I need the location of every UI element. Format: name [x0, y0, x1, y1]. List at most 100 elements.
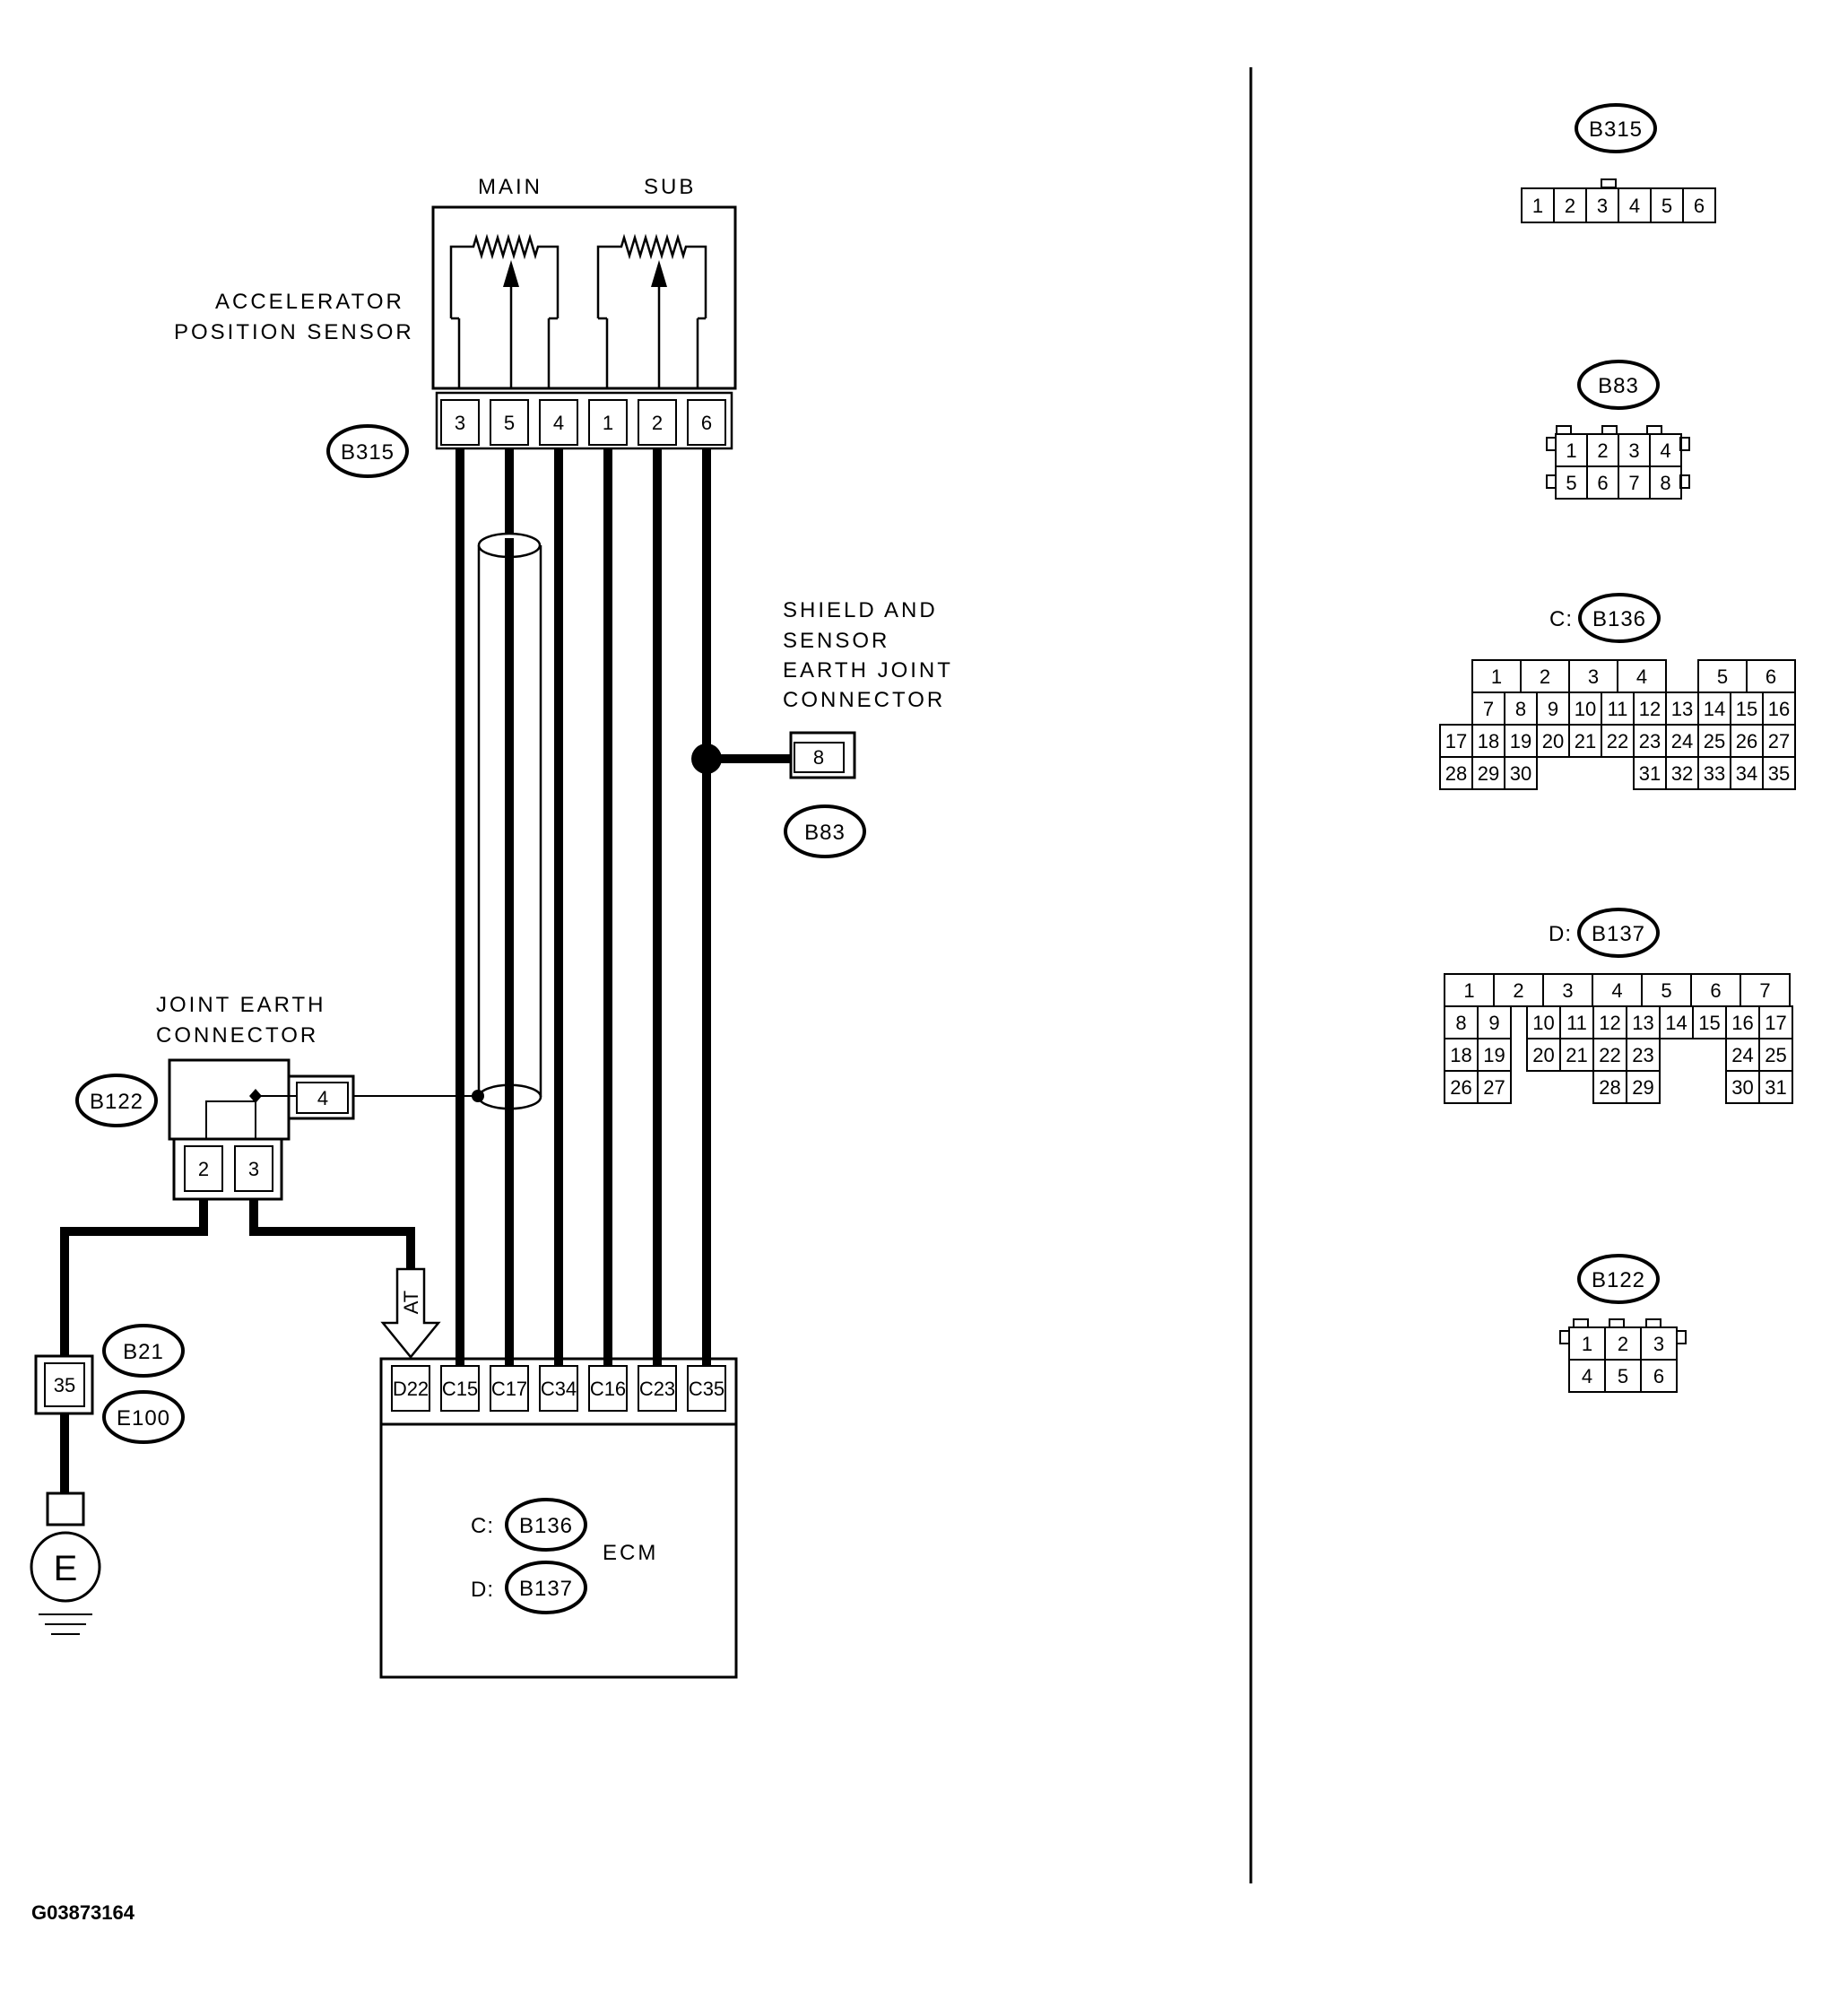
b136-face-pin: 13 [1671, 698, 1693, 720]
at-label: AT [400, 1291, 422, 1314]
b136-face-pin: 32 [1671, 762, 1693, 785]
b137-face-pin: 8 [1455, 1012, 1466, 1034]
b136-face-pin: 3 [1588, 665, 1599, 688]
shield-label-line3: EARTH JOINT [783, 658, 953, 683]
b315-face-pin: 6 [1694, 195, 1705, 217]
b122-face-pin: 3 [1653, 1333, 1664, 1355]
b137-face-pin: 30 [1731, 1076, 1753, 1099]
ecm-pin: C35 [689, 1378, 724, 1400]
b137-face-pin: 23 [1632, 1044, 1653, 1066]
sensor-sub-label: SUB [644, 175, 696, 199]
b122-pin-bottom: 3 [248, 1158, 259, 1180]
b137-face-pin: 10 [1532, 1012, 1554, 1034]
shield-label-line1: SHIELD AND [783, 598, 938, 622]
b122-face-pin: 5 [1618, 1365, 1628, 1387]
b136-face-tag: B136 [1592, 607, 1646, 631]
sensor-main-label: MAIN [478, 175, 542, 199]
b137-face-pin: 14 [1665, 1012, 1687, 1034]
b83-face-pin: 7 [1628, 472, 1639, 494]
b137-face-pin: 28 [1599, 1076, 1620, 1099]
b136-face-pin: 22 [1607, 730, 1628, 752]
b315-connector-tag: B315 [326, 424, 409, 478]
b137-face-cell [1477, 1070, 1512, 1104]
sensor-label-line1: ACCELERATOR [215, 290, 404, 314]
b136-face-pin: 18 [1478, 730, 1499, 752]
ecm-c-prefix: C: [471, 1514, 494, 1538]
ecm-label: ECM [603, 1541, 658, 1565]
joint-label-line1: JOINT EARTH [156, 993, 325, 1017]
b122-connector-tag: B122 [90, 1090, 143, 1114]
b83-face-pin: 8 [1660, 472, 1670, 494]
b122-face-tag: B122 [1592, 1268, 1645, 1292]
b315-pin: 5 [504, 412, 515, 434]
b136-face-pin: 19 [1510, 730, 1531, 752]
b315-face-pin: 4 [1629, 195, 1640, 217]
b122-pin-bottom: 2 [198, 1158, 209, 1180]
b315-face-pin: 3 [1597, 195, 1608, 217]
b136-face-pin: 7 [1483, 698, 1494, 720]
b137-face-pin: 31 [1765, 1076, 1786, 1099]
joint-label-line2: CONNECTOR [156, 1023, 318, 1048]
b136-face-pin: 17 [1445, 730, 1467, 752]
main-resistor-symbol [449, 233, 560, 318]
b122-face-pin: 2 [1618, 1333, 1628, 1355]
b137-face-pin: 27 [1483, 1076, 1505, 1099]
b83-connector-tag: B83 [804, 821, 846, 845]
b136-face-pin: 6 [1766, 665, 1776, 688]
b136-face-tag-outline [1578, 593, 1661, 643]
shield-label-line2: SENSOR [783, 629, 889, 653]
shield-earth-joint-connector: SHIELD AND SENSOR EARTH JOINT CONNECTOR … [691, 598, 953, 858]
b136-face-pin: 4 [1636, 665, 1647, 688]
b315-pin: 3 [455, 412, 465, 434]
b136-face-pin: 30 [1510, 762, 1531, 785]
b315-face-tag: B315 [1589, 117, 1643, 142]
b136-face-pin: 8 [1515, 698, 1526, 720]
b137-face-pin: 26 [1450, 1076, 1471, 1099]
b122-face-cell [1640, 1359, 1678, 1393]
b136-face-pin: 10 [1575, 698, 1596, 720]
b315-face-pin: 1 [1532, 195, 1543, 217]
b136-face-cell [1504, 756, 1538, 790]
ecm-b137-tag: B137 [519, 1577, 573, 1601]
b136-face-pin: 25 [1704, 730, 1725, 752]
ecm-pin: C16 [590, 1378, 626, 1400]
b137-face-pin: 3 [1562, 979, 1573, 1002]
b136-face-pin: 15 [1736, 698, 1757, 720]
b137-face-pin: 4 [1611, 979, 1622, 1002]
b136-face-pin: 29 [1478, 762, 1499, 785]
b137-face-tag-outline [1577, 908, 1660, 958]
earth-ground-icon: E [30, 1492, 101, 1635]
b122-face-pin: 6 [1653, 1365, 1664, 1387]
earth-wires [60, 1199, 415, 1493]
b137-face-cell [1626, 1070, 1661, 1104]
b137-face-pin: 5 [1661, 979, 1671, 1002]
sensor-label-line2: POSITION SENSOR [174, 320, 414, 344]
b83-face-pin: 2 [1597, 439, 1608, 462]
ecm-block: D22 C15 C17 C34 C16 C23 C35 C: B136 ECM … [379, 1357, 738, 1679]
b315-face-tag-outline [1575, 103, 1657, 153]
b83-face-cell [1649, 465, 1682, 500]
joint-earth-connector: JOINT EARTH CONNECTOR 4 2 3 B122 [75, 993, 478, 1201]
b315-pin: 2 [652, 412, 663, 434]
b136-face-cell [1762, 756, 1796, 790]
b137-face-pin: 1 [1463, 979, 1474, 1002]
b136-face-pin: 2 [1540, 665, 1550, 688]
b136-face-pin: 23 [1639, 730, 1661, 752]
b122-pin-right: 4 [317, 1087, 328, 1109]
b137-face-pin: 13 [1632, 1012, 1653, 1034]
b137-face-cell [1758, 1070, 1793, 1104]
b137-face-pin: 18 [1450, 1044, 1471, 1066]
svg-text:B315: B315 [341, 440, 395, 465]
b136-face-pin: 14 [1704, 698, 1725, 720]
ecm-pin: C17 [491, 1378, 527, 1400]
b137-face-pin: 16 [1731, 1012, 1753, 1034]
b136-face-pin: 16 [1768, 698, 1790, 720]
b136-face-pin: 26 [1736, 730, 1757, 752]
b137-face-pin: 22 [1599, 1044, 1620, 1066]
b136-face-pin: 28 [1445, 762, 1467, 785]
b137-face-pin: 9 [1488, 1012, 1499, 1034]
ecm-pin: C23 [639, 1378, 675, 1400]
ecm-pin: C34 [541, 1378, 577, 1400]
b137-face-pin: 15 [1698, 1012, 1720, 1034]
